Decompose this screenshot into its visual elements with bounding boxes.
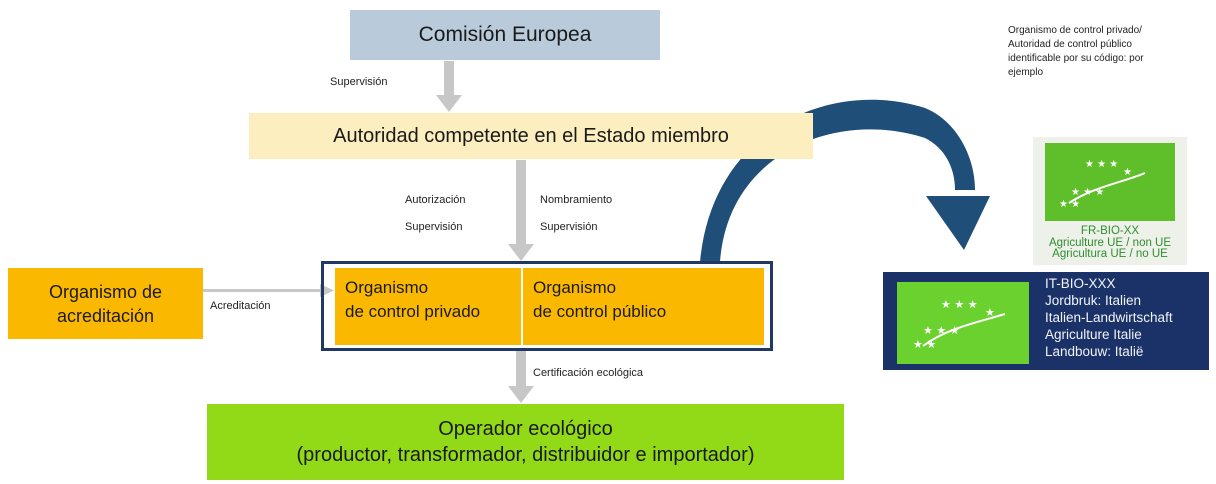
accreditation-body-box: Organismo de acreditación — [8, 268, 203, 339]
eu-organic-leaf-icon: ★ ★ ★ ★ ★ ★ ★ ★ ★ — [1045, 143, 1175, 221]
arrow-accreditation-to-control — [203, 284, 334, 297]
logo-it-line3: Agriculture Italie — [1045, 327, 1142, 342]
organic-logo-fr: ★ ★ ★ ★ ★ ★ ★ ★ ★ FR-BIO-XX Agriculture … — [1033, 137, 1187, 265]
edge-label-accreditation: Acreditación — [210, 300, 271, 312]
arrow-authority-to-control — [508, 160, 534, 261]
public-control-line1: Organismo — [533, 278, 617, 297]
logo-it-code: IT-BIO-XXX — [1045, 276, 1116, 291]
svg-text:★ ★ ★: ★ ★ ★ — [941, 298, 978, 311]
operator-line1: Operador ecológico — [438, 418, 613, 440]
private-control-line1: Organismo — [345, 278, 429, 297]
organic-logo-it: ★ ★ ★ ★ ★ ★ ★ ★ ★ IT-BIO-XXX Jordbruk: I… — [883, 272, 1209, 370]
eu-commission-label: Comisión Europea — [418, 23, 592, 46]
private-control-line2: de control privado — [345, 302, 481, 321]
logo-note-line4: ejemplo — [1008, 67, 1044, 78]
public-control-body-box: Organismo de control público — [523, 268, 764, 345]
public-control-line2: de control público — [533, 302, 667, 321]
svg-text:★ ★ ★: ★ ★ ★ — [1085, 159, 1118, 170]
competent-authority-box: Autoridad competente en el Estado miembr… — [249, 113, 813, 159]
eu-commission-box: Comisión Europea — [350, 10, 660, 60]
logo-it-line2: Italien-Landwirtschaft — [1045, 310, 1173, 325]
svg-text:★: ★ — [1123, 167, 1132, 178]
organic-operator-box: Operador ecológico (productor, transform… — [207, 404, 844, 480]
accreditation-body-line1: Organismo de — [48, 281, 163, 302]
svg-text:★ ★ ★: ★ ★ ★ — [923, 324, 960, 337]
arrow-commission-to-authority — [436, 61, 462, 112]
logo-note: Organismo de control privado/ Autoridad … — [1008, 24, 1208, 80]
edge-label-supervision-left: Supervisión — [405, 221, 463, 233]
edge-label-appointment: Nombramiento — [540, 194, 613, 206]
logo-it-line1: Jordbruk: Italien — [1045, 293, 1142, 308]
arrow-control-to-operator — [508, 351, 534, 403]
operator-line2: (productor, transformador, distribuidor … — [296, 444, 755, 466]
edge-label-authorization: Autorización — [405, 194, 466, 206]
logo-note-line3: identificable por su código: por — [1008, 53, 1144, 64]
edge-label-organic-certification: Certificación ecológica — [533, 367, 644, 379]
eu-organic-leaf-icon: ★ ★ ★ ★ ★ ★ ★ ★ ★ — [897, 282, 1029, 364]
edge-label-supervision-top: Supervisión — [330, 76, 388, 88]
private-control-body-box: Organismo de control privado — [335, 268, 521, 345]
svg-text:★: ★ — [985, 306, 995, 319]
logo-fr-line2: Agricultura UE / no UE — [1052, 248, 1168, 260]
svg-text:★ ★: ★ ★ — [1059, 199, 1080, 210]
logo-it-line4: Landbouw: Italië — [1045, 344, 1144, 359]
logo-note-line2: Autoridad de control público — [1008, 39, 1132, 50]
logo-fr-line1: Agriculture UE / non UE — [1048, 237, 1172, 249]
logo-note-line1: Organismo de control privado/ — [1008, 25, 1142, 36]
competent-authority-label: Autoridad competente en el Estado miembr… — [333, 124, 729, 147]
logo-fr-code: FR-BIO-XX — [1080, 225, 1140, 237]
control-bodies-frame — [321, 261, 773, 351]
accreditation-body-line2: acreditación — [56, 305, 155, 326]
edge-label-supervision-right: Supervisión — [540, 221, 598, 233]
control-divider — [521, 268, 523, 345]
